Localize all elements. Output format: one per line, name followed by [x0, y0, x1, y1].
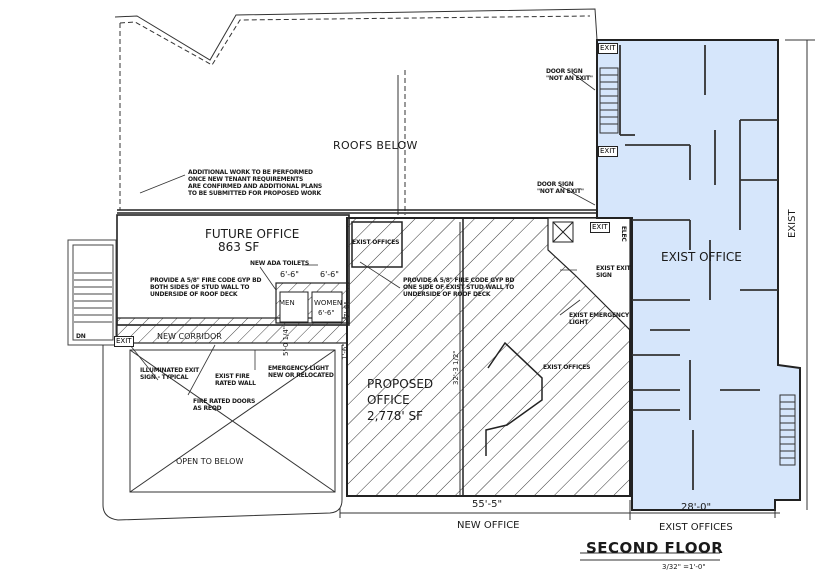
exit-sign-top: EXIT [598, 43, 618, 54]
door-sign-note-2: DOOR SIGN "NOT AN EXIT" [537, 181, 584, 195]
corridor-v-dim: 1'-6" [341, 343, 349, 360]
proposed-office-label-2: OFFICE [367, 393, 410, 407]
dimension-lines [339, 39, 815, 554]
exist-fire-wall-note: EXIST FIRE RATED WALL [215, 373, 256, 387]
future-office-area: 863 SF [218, 240, 260, 254]
women-depth-dim: 7'-6" [343, 301, 351, 318]
open-to-below-label: OPEN TO BELOW [176, 457, 244, 466]
women-small-dim: 6'-6" [318, 309, 335, 317]
leader-lines [129, 72, 596, 396]
toilet-right-dim: 6'-6" [320, 270, 339, 279]
new-office-width-dim: 55'-5" [472, 499, 503, 510]
proposed-office-label-1: PROPOSED [367, 377, 434, 391]
roofs-below-label: ROOFS BELOW [333, 139, 418, 152]
exist-offices-label-b: EXIST OFFICES [543, 364, 591, 371]
additional-work-note: ADDITIONAL WORK TO BE PERFORMED ONCE NEW… [188, 169, 323, 197]
emergency-light-note: EMERGENCY LIGHT NEW OR RELOCATED [268, 365, 334, 379]
illuminated-exit-note: ILLUMINATED EXIT SIGN - TYPICAL [140, 367, 200, 381]
left-stair [67, 239, 117, 346]
men-label: MEN [279, 299, 295, 307]
toilet-left-dim: 6'-6" [280, 270, 299, 279]
roofs-below-outline [114, 8, 598, 215]
exit-sign-mid: EXIT [598, 146, 618, 157]
exist-emergency-light-note: EXIST EMERGENCY LIGHT [569, 312, 630, 326]
proposed-height-dim: 32'-3 1/2" [452, 350, 460, 385]
exit-sign-corridor: EXIT [114, 336, 134, 347]
open-to-below [102, 345, 343, 521]
exist-width-dim: 28'-0" [681, 502, 712, 513]
drawing-scale: 3/32" =1'-0" [662, 563, 706, 571]
exist-office-label: EXIST OFFICE [661, 250, 742, 264]
fire-rated-doors-note: FIRE RATED DOORS AS REQD [193, 398, 256, 412]
women-label: WOMEN [314, 299, 343, 307]
down-label: DN [76, 333, 86, 340]
new-ada-toilets-note: NEW ADA TOILETS [250, 260, 309, 267]
new-office-label: NEW OFFICE [457, 520, 520, 531]
corridor-width-dim: 5'-0 1/4" [282, 325, 290, 356]
exist-offices-label-a: EXIST OFFICES [352, 239, 400, 246]
fire-gyp-both-sides-note: PROVIDE A 5/8" FIRE CODE GYP BD BOTH SID… [150, 277, 262, 298]
fire-gyp-one-side-note: PROVIDE A 5/8" FIRE CODE GYP BD ONE SIDE… [403, 277, 515, 298]
exist-side-dim: EXIST [787, 209, 798, 238]
exist-offices-label: EXIST OFFICES [659, 522, 733, 533]
new-corridor-label: NEW CORRIDOR [157, 332, 222, 341]
exist-exit-sign-note: EXIST EXIT SIGN [596, 265, 631, 279]
drawing-title: SECOND FLOOR [586, 539, 724, 557]
proposed-office-area: 2,778' SF [367, 409, 423, 423]
existing-office-area [596, 39, 801, 511]
future-office-label: FUTURE OFFICE [205, 227, 300, 241]
exit-sign-elevator: EXIT [590, 222, 610, 233]
door-sign-note-1: DOOR SIGN "NOT AN EXIT" [546, 68, 593, 82]
elec-label: ELEC [620, 226, 627, 242]
